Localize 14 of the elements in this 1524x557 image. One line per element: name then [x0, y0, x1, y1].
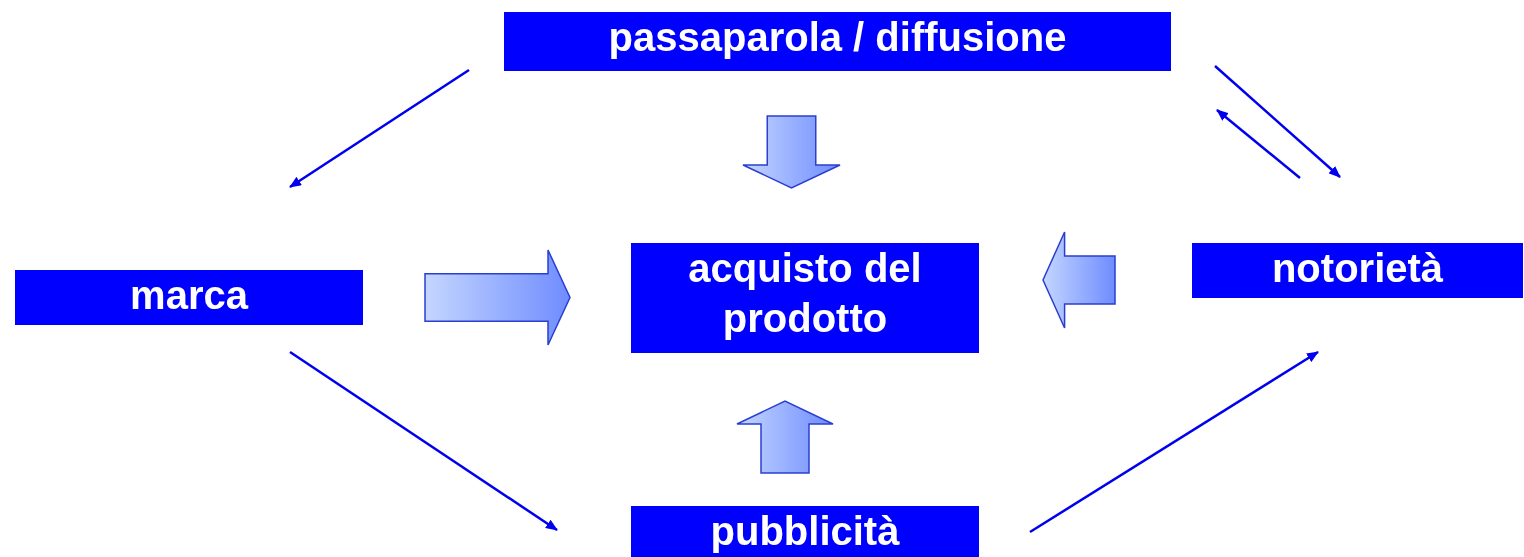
arrow: [1029, 350, 1319, 534]
label-box: acquisto del prodotto: [631, 243, 979, 353]
arrow: [1216, 109, 1301, 179]
label-box: pubblicità: [631, 506, 979, 557]
label-box: marca: [15, 270, 363, 325]
arrow: [1214, 65, 1341, 178]
label-box: passaparola / diffusione: [504, 12, 1171, 71]
block-arrow: [1042, 231, 1116, 329]
label-box: notorietà: [1192, 243, 1523, 298]
arrow: [289, 350, 558, 532]
block-arrow: [424, 249, 571, 346]
arrow: [289, 68, 470, 189]
block-arrow: [742, 115, 841, 189]
block-arrow: [736, 400, 834, 474]
